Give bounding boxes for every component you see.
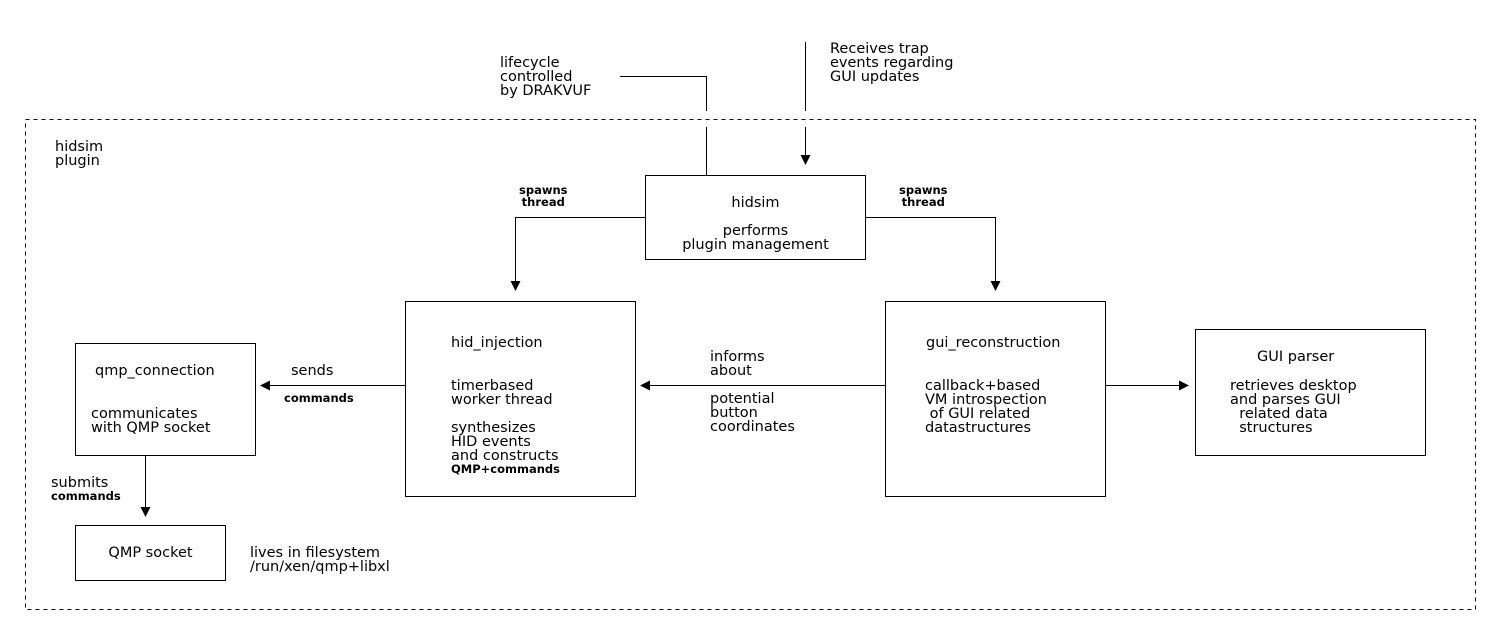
spawn-hid-injection-arrow: [510, 217, 645, 291]
spawns-thread-left-label: spawns thread: [519, 183, 568, 209]
gui-reconstruction-title: gui_reconstruction: [926, 335, 1061, 351]
hidsim-box: hidsim performs plugin management: [645, 175, 866, 260]
hid-injection-timer-description: timerbased worker thread: [451, 378, 553, 408]
lifecycle-connector: [620, 76, 707, 111]
qmp-connection-title: qmp_connection: [95, 363, 215, 379]
informs-about-label: informs about: [710, 349, 765, 379]
sends-commands-label: commands: [284, 391, 354, 405]
gui-reconstruction-box: gui_reconstruction callback+based VM int…: [885, 301, 1106, 497]
gui-parser-description: retrieves desktop and parses GUI related…: [1230, 378, 1357, 436]
hidsim-description: performs plugin management: [682, 223, 829, 253]
filesystem-note: lives in filesystem /run/xen/qmp+libxl: [250, 545, 390, 575]
qmp-socket-box: QMP socket: [75, 525, 226, 581]
qmp-connection-description: communicates with QMP socket: [91, 406, 211, 436]
spawn-gui-reconstruction-arrow: [865, 217, 1001, 291]
gui-reconstruction-description: callback+based VM introspection of GUI r…: [925, 378, 1047, 436]
plugin-label: hidsim plugin: [55, 139, 104, 169]
qmp-socket-title: QMP socket: [108, 545, 193, 561]
trap-events-note: Receives trap events regarding GUI updat…: [830, 41, 954, 85]
spawns-thread-right-label: spawns thread: [899, 183, 948, 209]
hidsim-title: hidsim: [731, 195, 780, 211]
qmp-connection-box: qmp_connection communicates with QMP soc…: [75, 343, 256, 456]
hid-injection-synthesize-description: synthesizes HID events and constructs: [451, 420, 559, 464]
gui-parser-title: GUI parser: [1257, 349, 1335, 365]
submits-commands-label: commands: [51, 489, 121, 503]
hid-injection-qmp-commands: QMP+commands: [451, 462, 560, 476]
potential-coordinates-label: potential button coordinates: [710, 391, 795, 435]
submits-label: submits: [51, 475, 109, 491]
gui-parser-box: GUI parser retrieves desktop and parses …: [1195, 329, 1426, 456]
sends-label: sends: [291, 363, 334, 379]
hid-injection-box: hid_injection timerbased worker thread s…: [405, 301, 636, 497]
lifecycle-note: lifecycle controlled by DRAKVUF: [500, 55, 592, 99]
plugin-boundary: [25, 119, 1476, 610]
hid-injection-title: hid_injection: [451, 335, 543, 351]
